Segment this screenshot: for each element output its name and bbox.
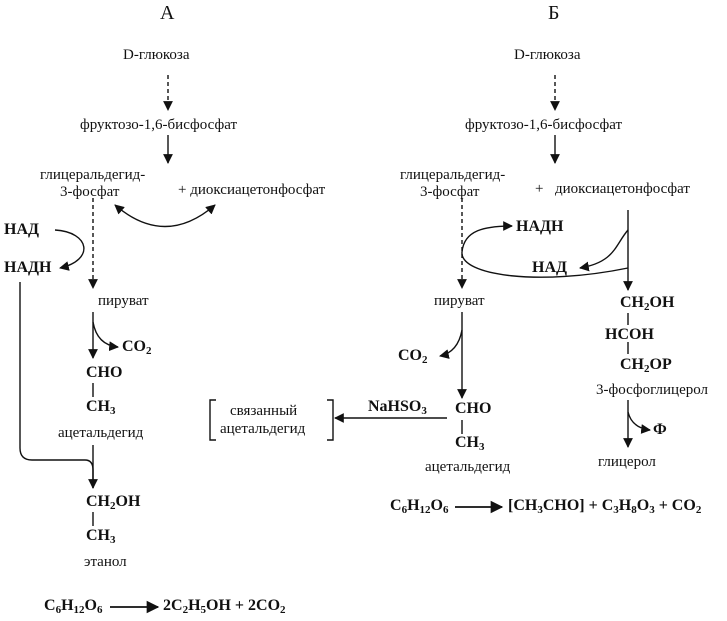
b-bound-line2: ацетальдегид: [220, 421, 306, 437]
b-ch2op: CH2OP: [620, 356, 672, 375]
b-equation-products: [CH3CHO] + C3H8O3 + CO2: [508, 497, 702, 516]
a-nadh: НАДН: [4, 259, 52, 276]
a-ethanol-ch3: CH3: [86, 527, 116, 546]
a-glucose: D-глюкоза: [123, 47, 190, 63]
b-dhap: диоксиацетонфосфат: [555, 181, 690, 197]
b-ch2oh: CH2OH: [620, 294, 675, 313]
b-glycerol3p: 3-фосфоглицерол: [596, 382, 709, 398]
a-pyruvate: пируват: [98, 293, 149, 309]
a-arrow-nadh-to-ethanol: [19, 282, 98, 489]
a-dhap: + диоксиацетонфосфат: [178, 182, 326, 198]
b-nad: НАД: [532, 259, 568, 276]
a-co2: CO2: [122, 338, 152, 357]
b-arrow-co2-release: [439, 329, 463, 359]
a-header: А: [160, 2, 175, 24]
a-fructose: фруктозо-1,6-бисфосфат: [80, 117, 238, 133]
b-hcoh: HCOH: [605, 326, 654, 343]
a-ch3: CH3: [86, 398, 116, 417]
bracket-right: [327, 399, 334, 441]
b-glycerol: глицерол: [598, 454, 656, 470]
b-arrow-nadh-cycle: [461, 221, 629, 278]
b-gap-line1: глицеральдегид-: [400, 167, 506, 183]
a-gap-line2: 3-фосфат: [60, 184, 120, 200]
b-equation-reactant: C6H12O6: [390, 497, 449, 516]
a-arrow-co2-release: [92, 321, 119, 352]
a-gap-line1: глицеральдегид-: [40, 167, 146, 183]
b-gap-line2: 3-фосфат: [420, 184, 480, 200]
bracket-left: [209, 399, 216, 441]
b-glucose: D-глюкоза: [514, 47, 581, 63]
a-arrow-nad-nadh: [54, 229, 85, 271]
b-arrow-nad-return: [579, 229, 629, 272]
b-nahso3: NaHSO3: [368, 398, 427, 417]
a-acetaldehyde: ацетальдегид: [58, 425, 144, 441]
a-ethanol: этанол: [84, 554, 127, 570]
a-equation-products: 2C2H5OH + 2CO2: [163, 597, 286, 616]
b-fructose: фруктозо-1,6-бисфосфат: [465, 117, 623, 133]
b-header: Б: [548, 2, 560, 24]
a-nad: НАД: [4, 221, 40, 238]
b-plus: +: [535, 181, 544, 197]
b-arrow-phosphate-release: [627, 411, 651, 434]
b-cho: CHO: [455, 400, 492, 417]
a-arrow-gap-dhap-exchange: [114, 204, 216, 228]
b-acetaldehyde: ацетальдегид: [425, 459, 511, 475]
a-cho: CHO: [86, 364, 123, 381]
b-ch3: CH3: [455, 434, 485, 453]
b-co2: CO2: [398, 347, 428, 366]
b-pyruvate: пируват: [434, 293, 485, 309]
b-nadh: НАДН: [516, 218, 564, 235]
a-equation: C6H12O6: [44, 597, 103, 616]
a-ch2oh: CH2OH: [86, 493, 141, 512]
b-phi: Ф: [653, 421, 667, 438]
b-bound-line1: связанный: [230, 403, 298, 419]
